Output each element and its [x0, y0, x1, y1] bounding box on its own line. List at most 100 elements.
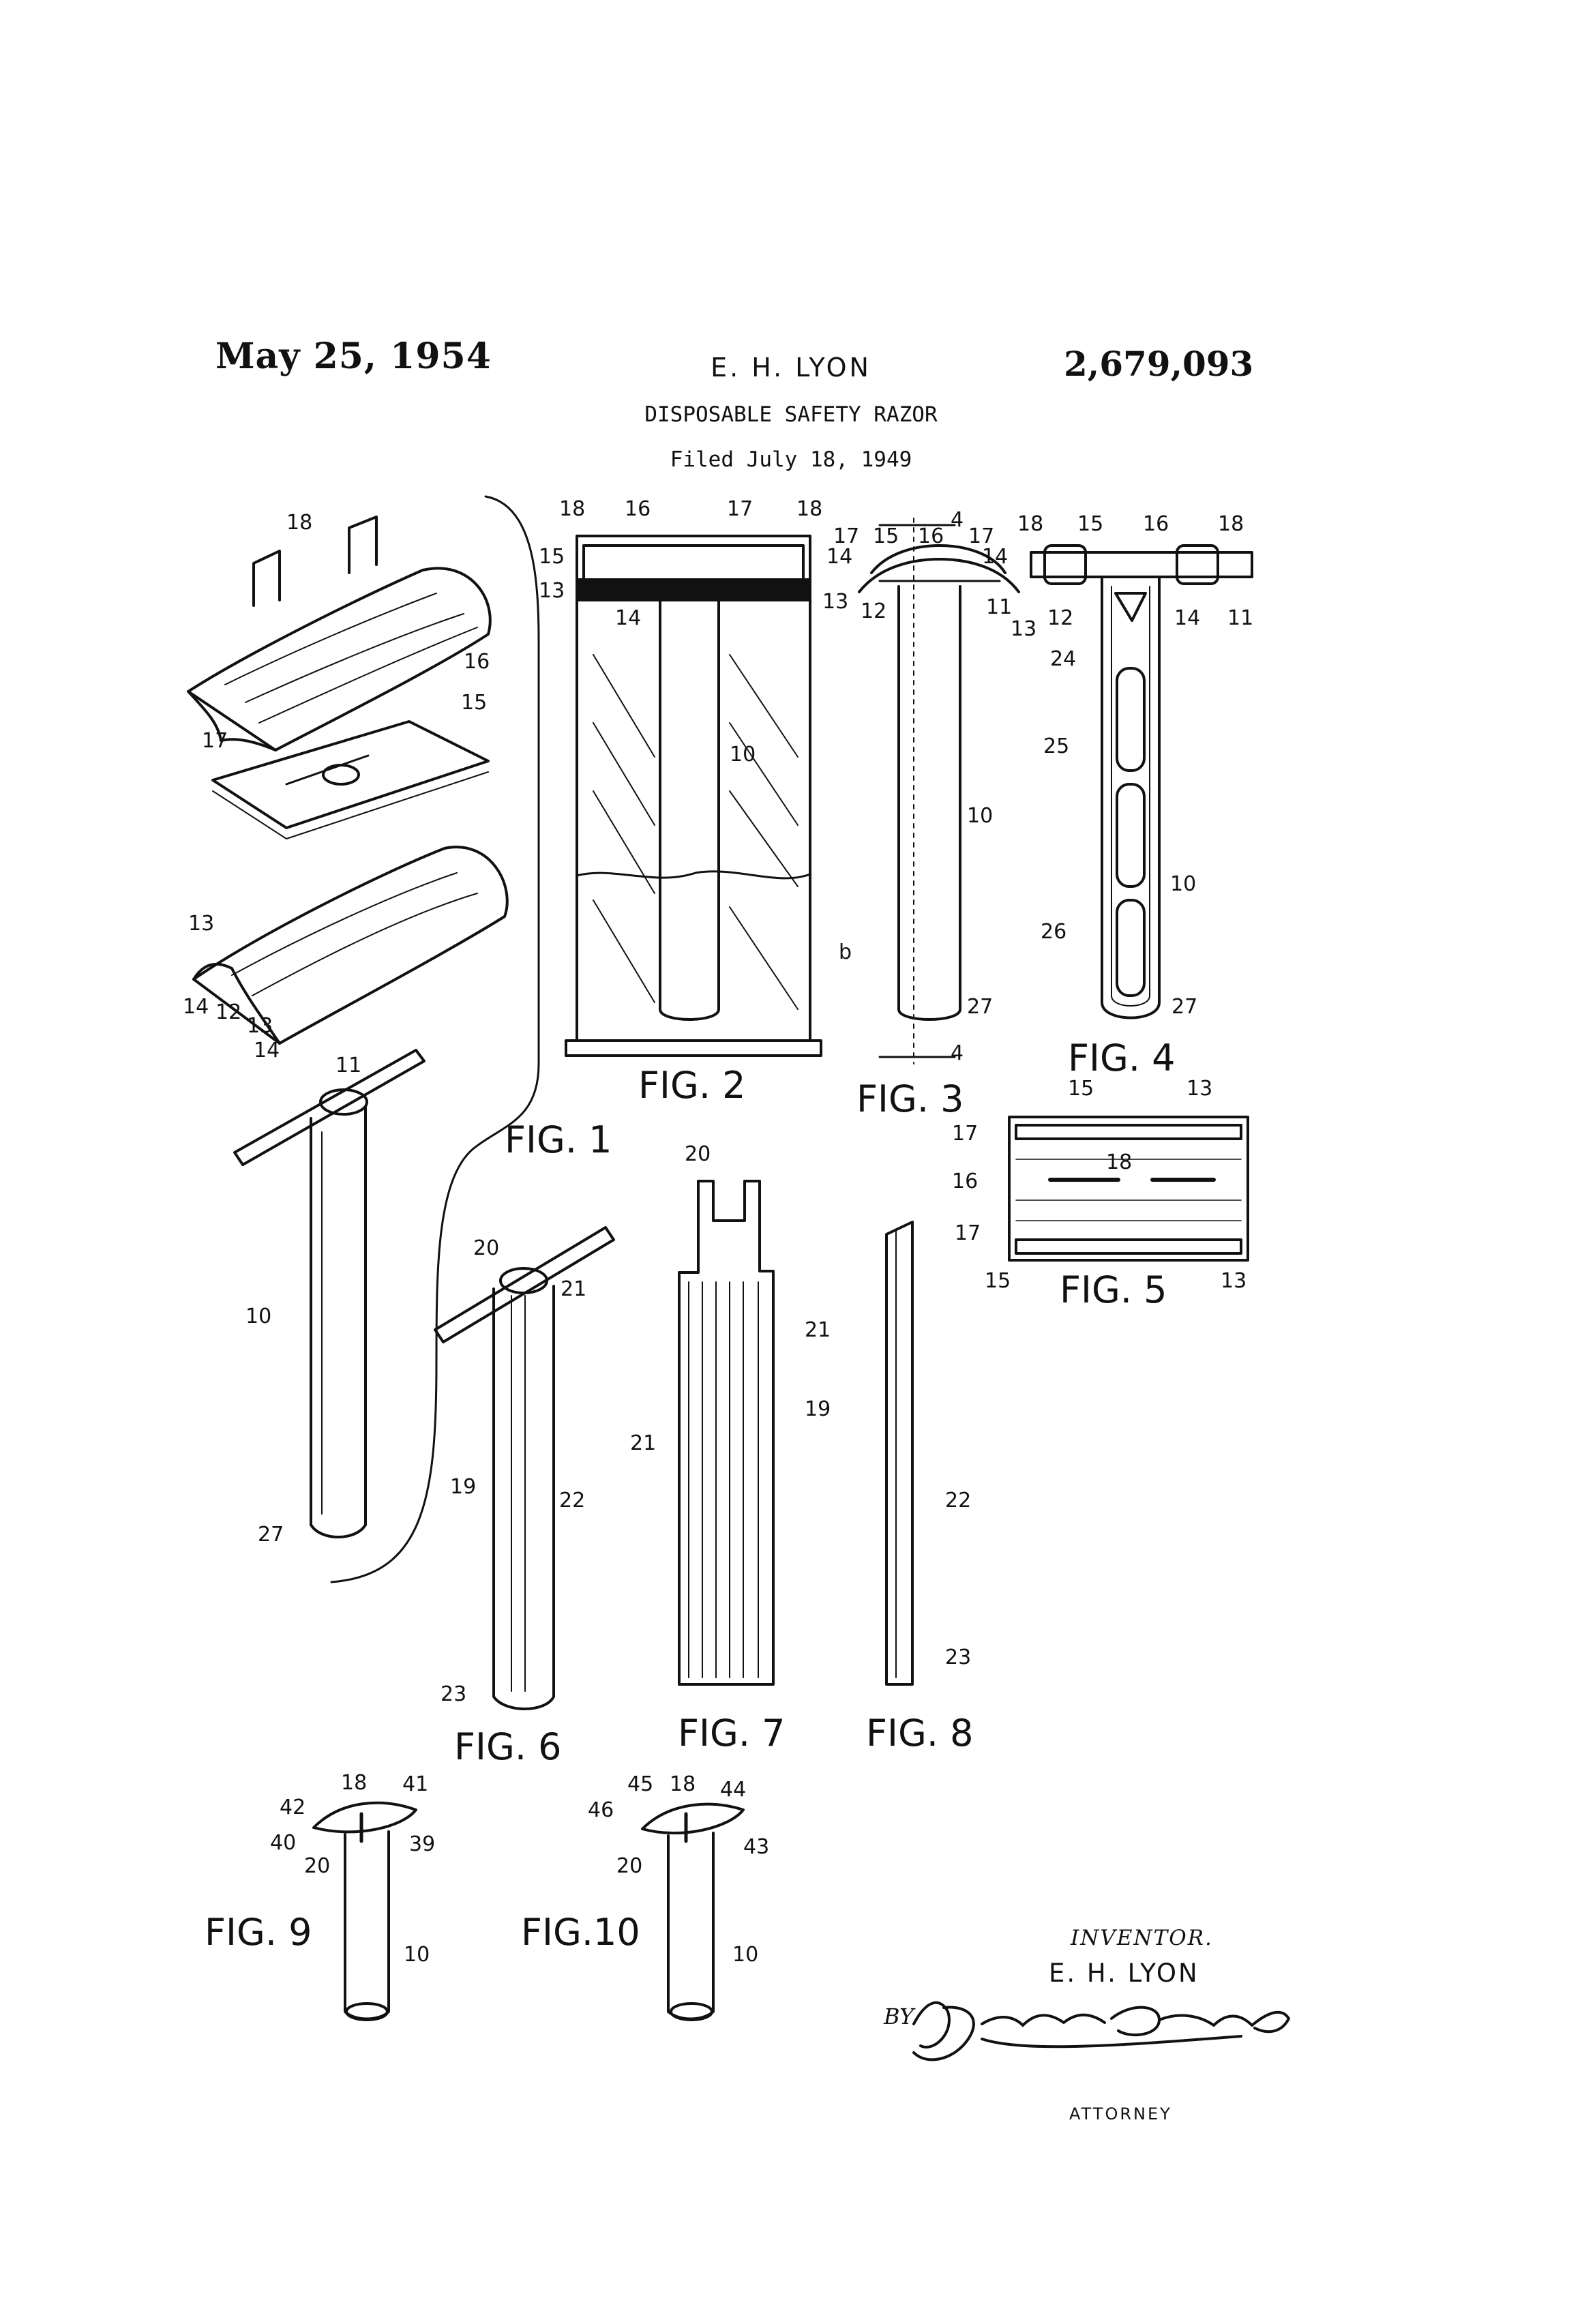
- ref-numeral: 40: [270, 1831, 296, 1855]
- by-label: BY: [884, 2003, 914, 2029]
- ref-numeral: 10: [1170, 872, 1196, 896]
- ref-numeral: 42: [280, 1796, 305, 1819]
- ref-numeral: 10: [732, 1943, 758, 1967]
- ref-numeral: 10: [245, 1305, 271, 1328]
- ref-numeral: 17: [952, 1122, 978, 1146]
- fig9-drawing: [314, 1803, 416, 2020]
- fig1-label: FIG. 1: [505, 1118, 612, 1161]
- fig9-head: [314, 1803, 416, 1832]
- fig8-label: FIG. 8: [866, 1712, 974, 1755]
- fig3-label: FIG. 3: [856, 1077, 964, 1120]
- fig6-handle: [494, 1286, 554, 1709]
- ref-numeral: 27: [258, 1523, 284, 1547]
- ref-numeral: 15: [873, 524, 899, 548]
- fig1-staple-right: [349, 517, 376, 573]
- ref-numeral: 13: [188, 912, 214, 936]
- ref-numeral: 16: [625, 497, 651, 521]
- ref-numeral: 25: [1043, 734, 1069, 758]
- ref-numeral: 18: [1017, 512, 1043, 536]
- ref-numeral: 17: [202, 729, 228, 753]
- fig10-head: [642, 1804, 743, 1833]
- fig5-label: FIG. 5: [1060, 1268, 1167, 1311]
- ref-numeral: 10: [730, 743, 756, 766]
- fig7-blank: [679, 1181, 773, 1684]
- fig10-label: FIG.10: [521, 1911, 640, 1954]
- ref-numeral: 17: [727, 497, 753, 521]
- ref-numeral: 21: [805, 1318, 831, 1342]
- ref-numeral: 14: [826, 545, 852, 569]
- ref-numeral: 11: [986, 595, 1012, 619]
- ref-numeral: 12: [1047, 606, 1073, 630]
- ref-numeral: 20: [473, 1236, 499, 1260]
- ref-numeral: 14: [183, 995, 209, 1019]
- ref-numeral: 21: [630, 1431, 656, 1455]
- fig2-label: FIG. 2: [638, 1064, 746, 1107]
- ref-numeral: 4: [951, 1041, 964, 1065]
- ref-numeral: 16: [952, 1170, 978, 1193]
- ref-numeral: 16: [1143, 512, 1169, 536]
- fig2-drawing: [566, 536, 821, 1056]
- ref-numeral: b: [839, 940, 852, 964]
- fig1-cap-16: [188, 568, 490, 750]
- ref-numeral: 13: [539, 579, 565, 603]
- ref-numeral: 46: [588, 1798, 614, 1822]
- ref-numeral: 18: [559, 497, 585, 521]
- ref-numeral: 26: [1041, 920, 1066, 944]
- fig9-label: FIG. 9: [205, 1911, 312, 1954]
- ref-numeral: 17: [955, 1221, 981, 1245]
- ref-numeral: 13: [1011, 617, 1036, 641]
- ref-numeral: 23: [945, 1645, 971, 1669]
- ref-numeral: 24: [1050, 647, 1076, 671]
- ref-numeral: 18: [670, 1772, 696, 1796]
- ref-numeral: 13: [822, 590, 848, 614]
- fig5-drawing: [1009, 1117, 1248, 1260]
- ref-numeral: 4: [951, 508, 964, 532]
- fig2-handle: [660, 600, 719, 1019]
- ref-numeral: 21: [561, 1277, 586, 1301]
- ref-numeral: 18: [286, 511, 312, 535]
- ref-numeral: 15: [1068, 1077, 1094, 1101]
- ref-numeral: 19: [450, 1475, 476, 1499]
- fig3-handle-10: [899, 586, 960, 1019]
- ref-numeral: 14: [254, 1039, 280, 1062]
- ref-numeral: 15: [539, 545, 565, 569]
- ref-numeral: 23: [441, 1682, 466, 1706]
- fig1-crossbar-11: [235, 1050, 424, 1165]
- attorney-label: ATTORNEY: [1069, 2104, 1172, 2124]
- fig1-staple-left: [254, 551, 280, 606]
- fig4-handle-10: [1102, 577, 1159, 1018]
- ref-numeral: 41: [402, 1772, 428, 1796]
- ref-numeral: 22: [945, 1489, 971, 1513]
- fig8-drawing: [886, 1222, 912, 1684]
- ref-numeral: 44: [720, 1778, 746, 1802]
- fig9-handle: [345, 1832, 389, 2019]
- ref-numeral: 18: [1218, 512, 1244, 536]
- ref-numeral: 45: [627, 1772, 653, 1796]
- ref-numeral: 14: [982, 545, 1008, 569]
- ref-numeral: 27: [1171, 995, 1197, 1019]
- ref-numeral: 43: [743, 1835, 769, 1859]
- ref-numeral: 27: [967, 995, 993, 1019]
- fig6-drawing: [435, 1227, 614, 1709]
- ref-numeral: 13: [247, 1014, 273, 1038]
- fig8-strip: [886, 1222, 912, 1684]
- ref-numeral: 11: [335, 1054, 361, 1077]
- fig2-package: [577, 536, 810, 1041]
- fig7-drawing: [679, 1181, 773, 1684]
- attorney-signature: [914, 2003, 1289, 2060]
- ref-numeral: 18: [1106, 1150, 1132, 1174]
- ref-numeral: 15: [1077, 512, 1103, 536]
- ref-numeral: 20: [304, 1854, 330, 1878]
- ref-numeral: 11: [1227, 606, 1253, 630]
- ref-numeral: 20: [685, 1142, 711, 1166]
- ref-numeral: 10: [404, 1943, 430, 1967]
- inventor-heading: INVENTOR.: [1071, 1926, 1213, 1950]
- fig10-handle: [668, 1833, 713, 2019]
- fig7-label: FIG. 7: [678, 1712, 786, 1755]
- ref-numeral: 14: [615, 606, 641, 630]
- ref-numeral: 19: [805, 1397, 831, 1421]
- ref-numeral: 18: [796, 497, 822, 521]
- ref-numeral: 22: [559, 1489, 585, 1513]
- ref-numeral: 13: [1221, 1269, 1247, 1293]
